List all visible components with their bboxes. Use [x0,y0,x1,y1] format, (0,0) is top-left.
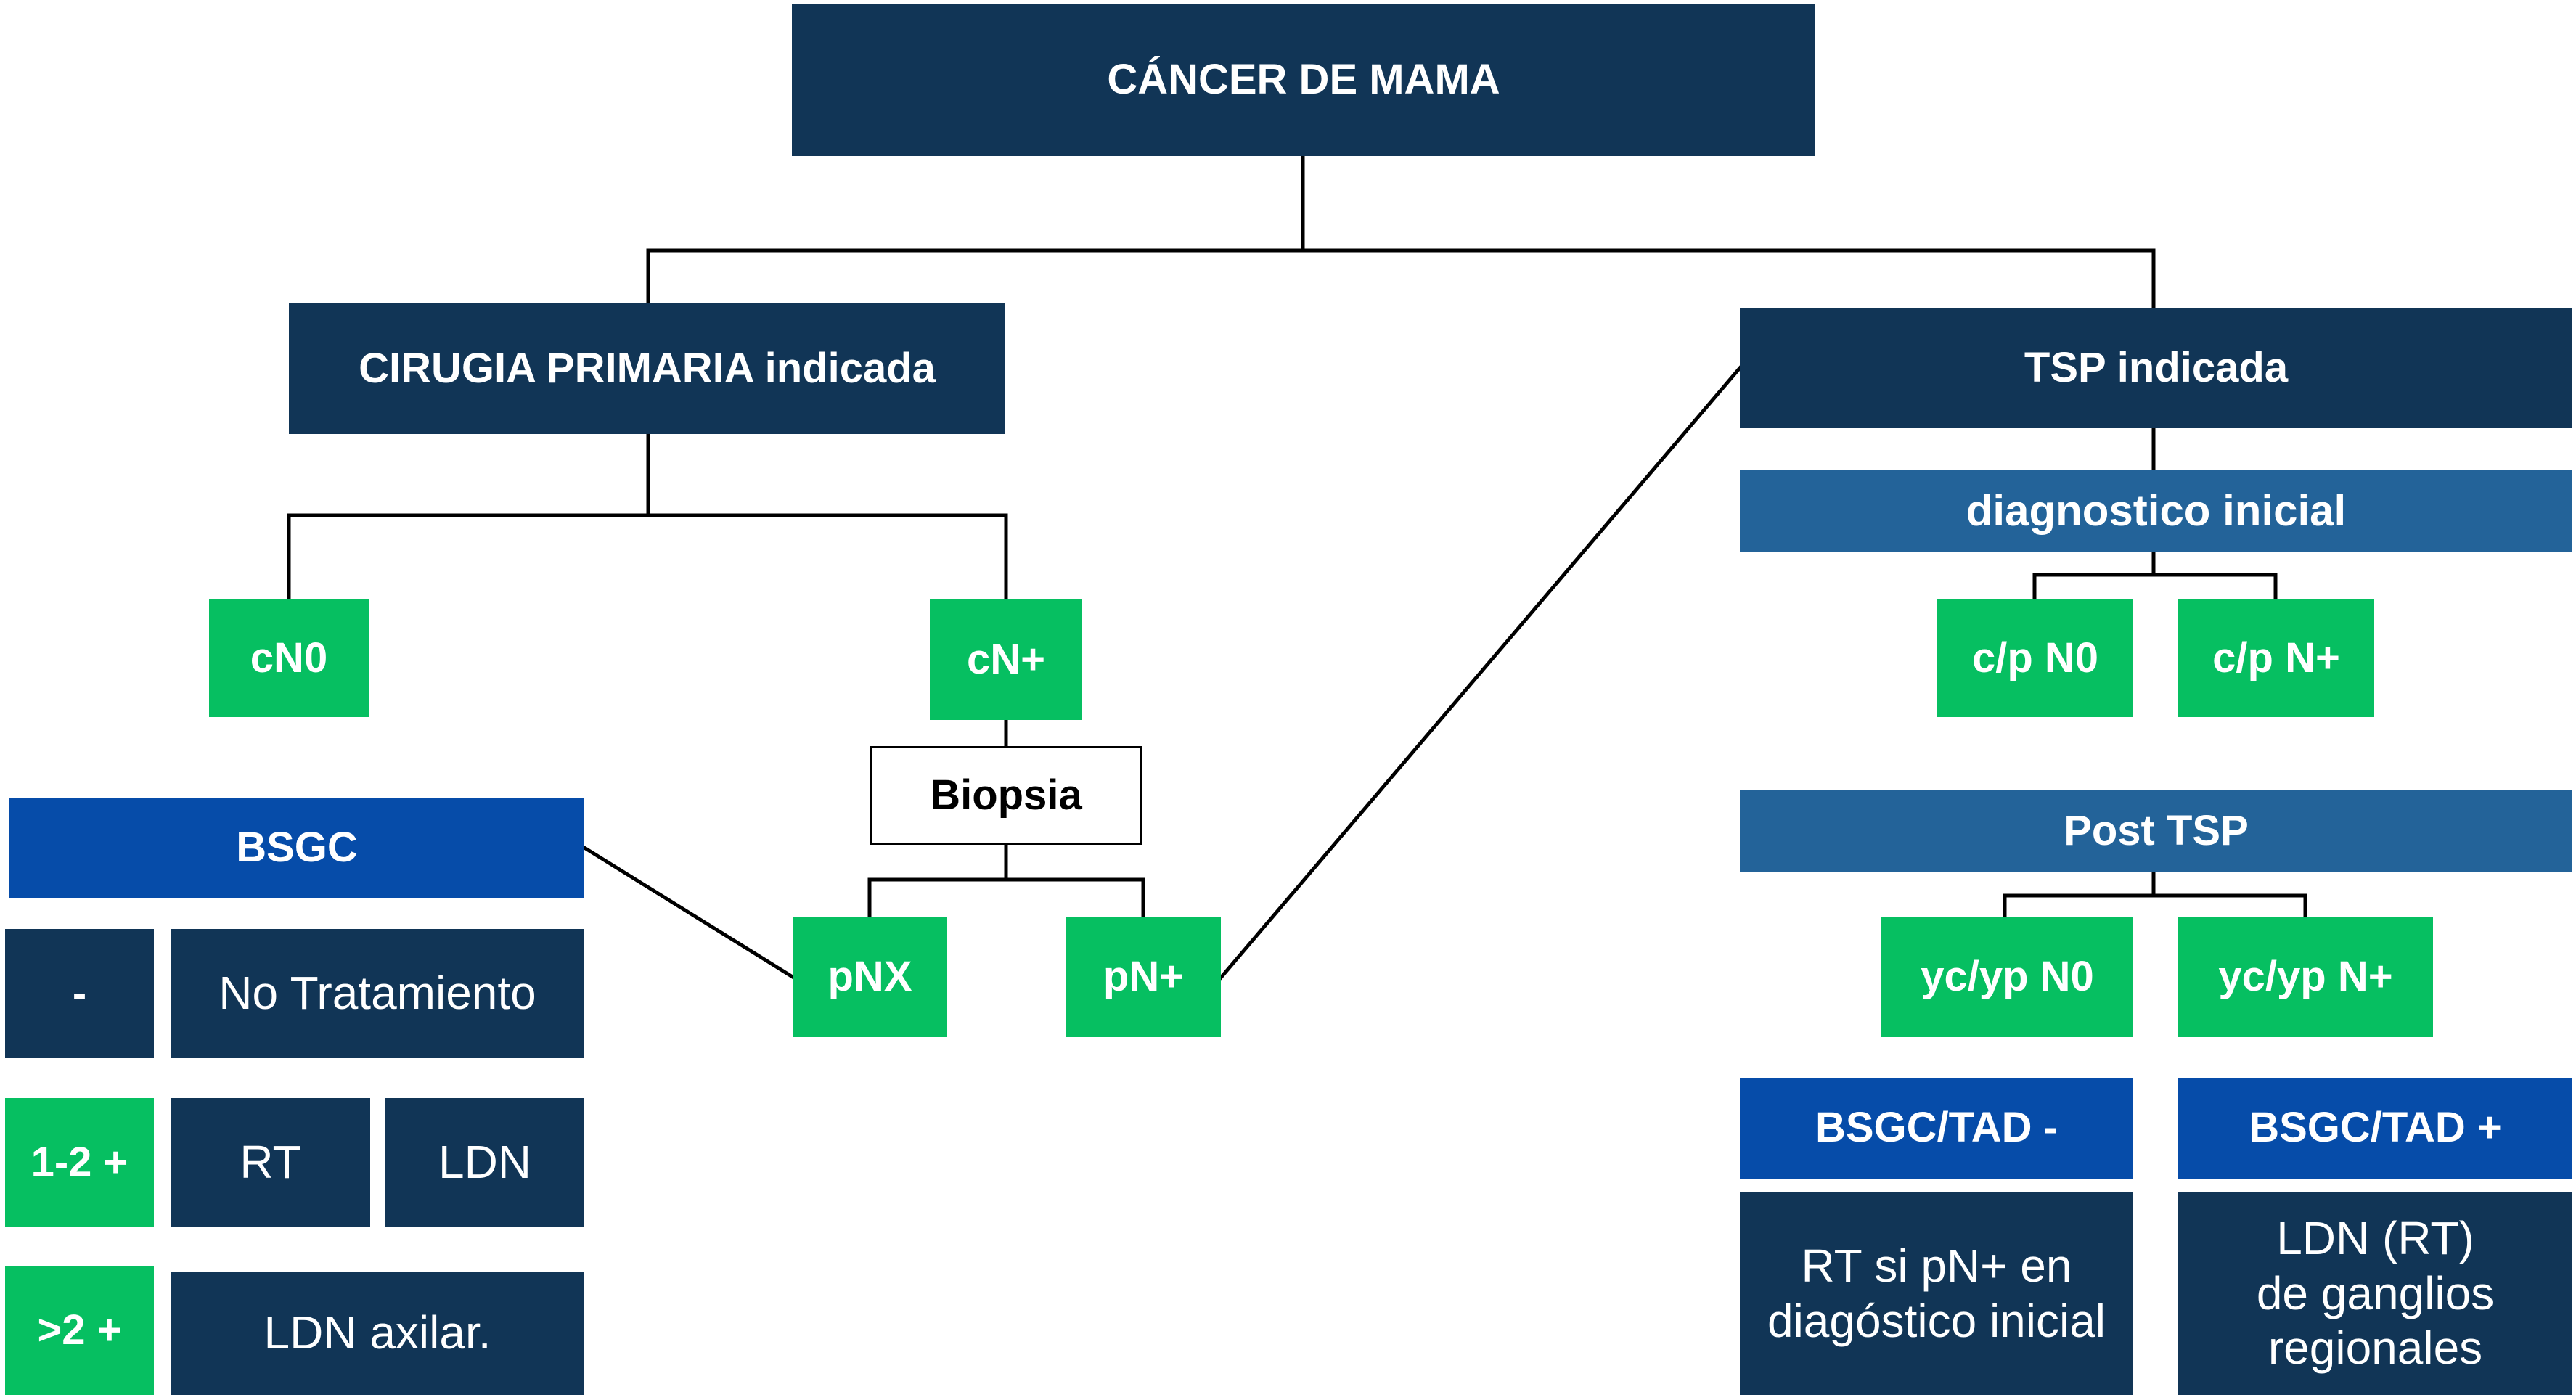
connector-post-nodes [2003,870,2307,919]
bsgc-result-1-2-action-rt: RT [171,1098,370,1227]
cn0-node: cN0 [209,599,369,717]
pnplus-node: pN+ [1066,917,1221,1037]
ycyp-nplus-node: yc/yp N+ [2178,917,2433,1037]
bsgc-result-1-2-label: 1-2 + [5,1098,154,1227]
bsgc-result-negative-action: No Tratamiento [171,929,584,1058]
post-tsp-node: Post TSP [1740,790,2572,872]
bsgc-result-1-2-action-ldn: LDN [385,1098,584,1227]
connector-pn-tsp [1218,365,1743,981]
bsgc-tad-negative-node: BSGC/TAD - [1740,1078,2133,1179]
ycyp-n0-node: yc/yp N0 [1881,917,2133,1037]
bsgc-result-negative-label: - [5,929,154,1058]
biopsy-node: Biopsia [870,746,1142,845]
connector-biopsy-results [867,843,1145,919]
pnx-node: pNX [793,917,947,1037]
bsgc-result-over-2-label: >2 + [5,1266,154,1395]
bsgc-node: BSGC [9,798,584,898]
surgery-node: CIRUGIA PRIMARIA indicada [289,303,1005,434]
tsp-node: TSP indicada [1740,308,2572,428]
bsgc-result-over-2-action: LDN axilar. [171,1272,584,1395]
initial-diagnosis-node: diagnostico inicial [1740,470,2572,552]
bsgc-tad-positive-action: LDN (RT) de ganglios regionales [2178,1192,2572,1395]
cnplus-node: cN+ [930,599,1082,720]
bsgc-tad-positive-node: BSGC/TAD + [2178,1078,2572,1179]
root-node: CÁNCER DE MAMA [792,4,1815,156]
connector-initial-nodes [2032,549,2278,602]
connector-root-branches [646,154,2156,311]
cp-n0-node: c/p N0 [1937,599,2133,717]
connector-surgery-nodes [287,432,1008,602]
bsgc-tad-negative-action: RT si pN+ en diagóstico inicial [1740,1192,2133,1395]
connector-bsgc-pnx [581,845,796,980]
cp-nplus-node: c/p N+ [2178,599,2374,717]
